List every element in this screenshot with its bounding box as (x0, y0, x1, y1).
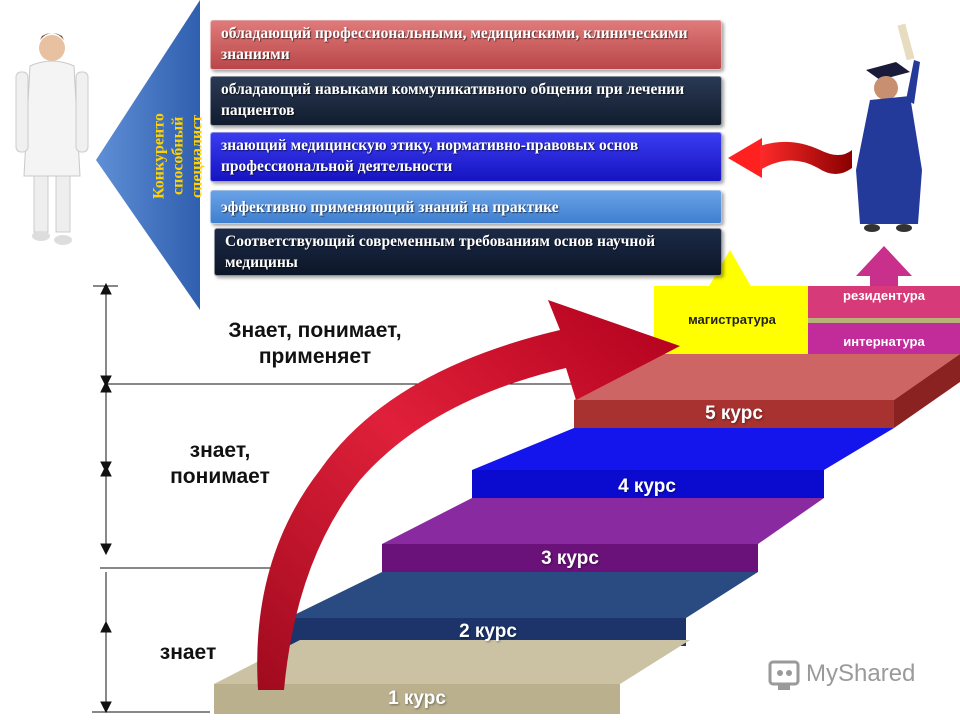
level-label-middle: знает, понимает (170, 439, 270, 488)
progress-arrow (257, 300, 680, 690)
postgrad-blocks (654, 246, 960, 354)
quality-item: Соответствующий современным требованиям … (214, 228, 722, 276)
course-label-5: 5 курс (705, 403, 763, 424)
watermark-brand: MyShared (806, 660, 916, 687)
quality-item: знающий медицинскую этику, нормативно-пр… (210, 132, 722, 182)
level-label-bottom: знает (159, 641, 217, 664)
master-label: магистратура (688, 312, 776, 327)
course-label-4: 4 курс (618, 476, 676, 497)
level-guides (92, 282, 590, 714)
quality-item: обладающий профессиональными, медицински… (210, 20, 722, 70)
course-label-1: 1 курс (388, 688, 446, 709)
level-label-top: Знает, понимает, применяет (228, 319, 402, 368)
stairs (214, 354, 960, 714)
chevron-shape (96, 0, 200, 310)
quality-item: эффективно применяющий знаний на практик… (210, 190, 722, 224)
quality-item: обладающий навыками коммуникативного общ… (210, 76, 722, 126)
course-label-3: 3 курс (541, 548, 599, 569)
twisted-arrow-icon (728, 138, 852, 178)
chevron-label: Конкуренто способный специалист (150, 113, 206, 199)
doctor-figure-icon (15, 33, 89, 245)
residency-label: резидентура (843, 288, 925, 303)
course-label-2: 2 курс (459, 621, 517, 642)
internship-label: интернатура (843, 334, 925, 349)
graduate-figure-icon (856, 23, 922, 232)
myshared-logo-icon (768, 660, 800, 690)
